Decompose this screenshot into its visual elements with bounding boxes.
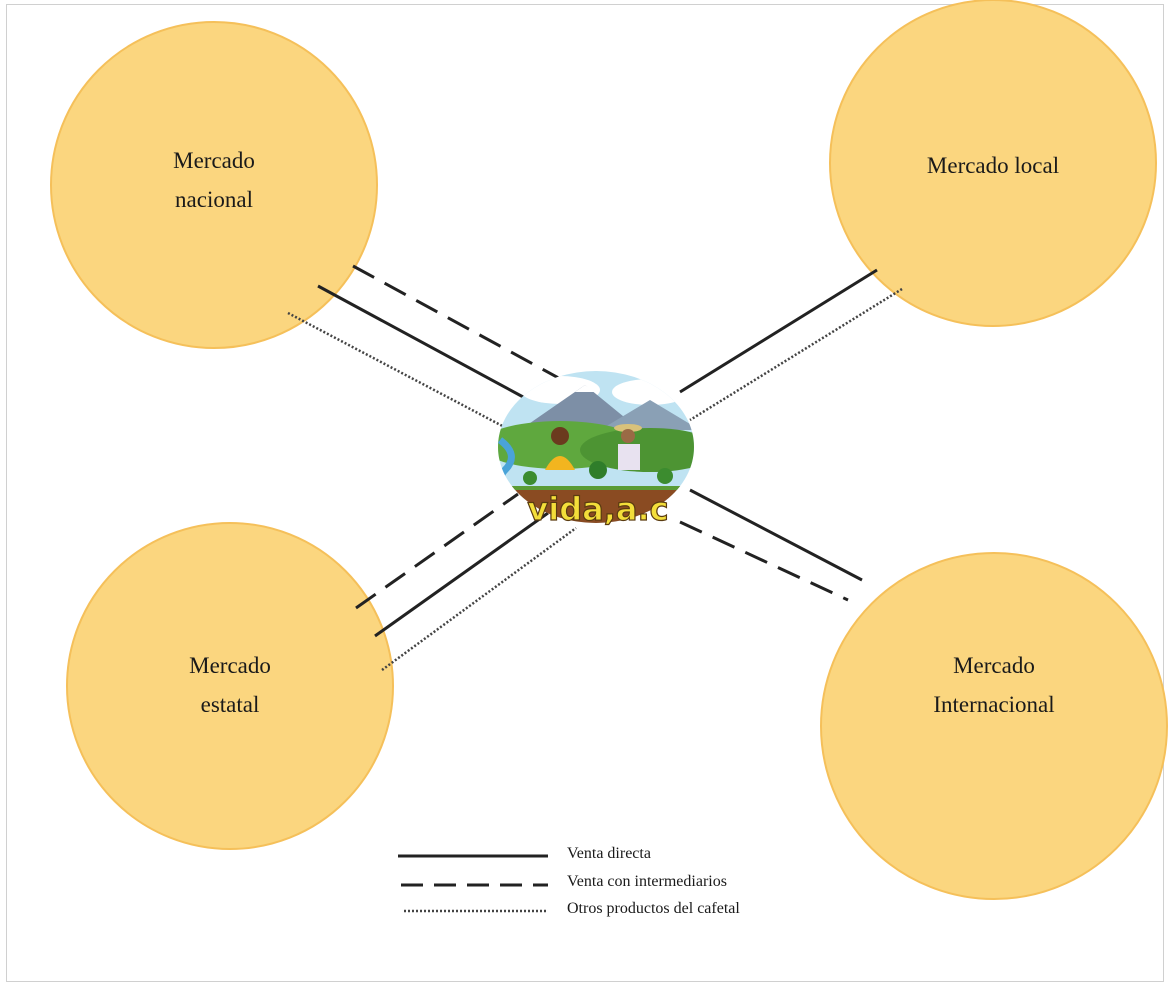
connector-estatal-intermediaries [355,492,519,610]
legend-label-direct: Venta directa [567,845,651,862]
node-circle-nacional [50,21,378,349]
connector-internacional-intermediaries [679,520,849,602]
legend-label-other: Otros productos del cafetal [567,900,740,917]
node-label-local: Mercado local [926,152,1060,178]
node-circle-estatal [66,522,394,850]
node-label-internacional: Mercado Internacional [933,653,1055,717]
vida-logo: vida,a.c [498,371,694,529]
node-label-nacional: Mercado nacional [173,148,255,212]
connector-nacional-intermediaries [352,264,567,384]
node-label-estatal: Mercado estatal [189,653,271,717]
connector-estatal-direct [374,511,549,638]
connector-nacional-direct [317,284,526,400]
connector-internacional-direct [689,488,863,582]
svg-text:vida,a.c: vida,a.c [527,490,668,528]
connector-estatal-other [381,526,577,672]
connector-local-direct [679,268,878,394]
connector-nacional-other [287,311,511,432]
connector-local-other [689,287,903,422]
node-circle-internacional [820,552,1168,900]
node-circle-local [829,0,1157,327]
legend-label-intermediaries: Venta con intermediarios [567,873,727,890]
